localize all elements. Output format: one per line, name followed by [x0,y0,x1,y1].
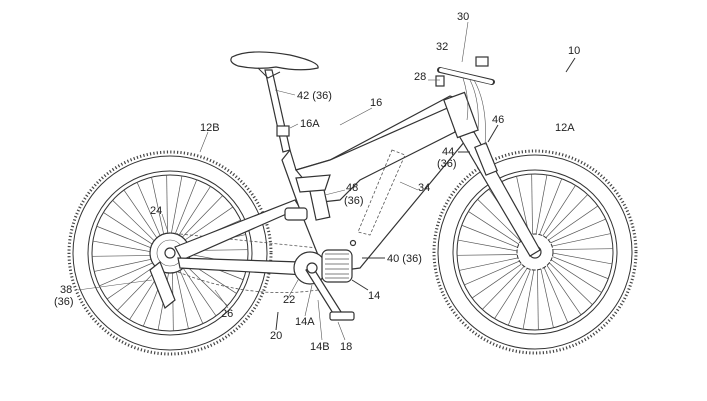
label-derailleur-sub: (36) [54,296,74,308]
cables [462,77,486,146]
label-crank: 18 [340,341,352,353]
motor-unit [321,249,353,283]
front-tire-tread [432,149,638,355]
rear-rim-outer [87,170,253,336]
label-front-suspension-sub: (36) [437,158,457,170]
rear-wheel [67,150,273,356]
head-tube [443,91,479,139]
leader-lines [77,21,576,341]
front-fork [457,131,541,257]
label-front-sprocket: 22 [283,294,295,306]
chainstay [177,257,306,276]
battery-outline [357,149,406,236]
label-drive-unit-a: 14A [295,316,315,328]
label-seatpost: 42 (36) [297,90,332,102]
rear-hub [164,247,176,259]
label-drive-unit-b: 14B [310,341,330,353]
label-motor-unit: 40 (36) [387,253,422,265]
label-rear-suspension: 48 [346,182,358,194]
operating-device [435,75,445,87]
display [475,56,489,67]
rear-rim-inner [91,174,249,332]
saddle [230,51,319,71]
crank-axle [306,262,318,274]
seatpost [264,69,291,153]
front-rim-inner [456,173,614,331]
saddle-rails [257,67,281,79]
front-tire [437,154,633,350]
label-brake-lever: 32 [436,41,448,53]
rear-tire [72,155,268,351]
front-rim-outer [452,169,618,335]
label-front-suspension: 44 [442,146,454,158]
shock-link [295,174,331,193]
label-fork-arrow: 46 [492,114,504,126]
pedal [329,311,355,321]
label-bicycle: 10 [568,45,580,57]
seatstay [174,199,301,261]
label-rear-suspension-sub: (36) [344,195,364,207]
rear-tire-tread [67,150,273,356]
label-frame: 16 [370,97,382,109]
label-handlebar: 30 [457,11,469,23]
label-rear-sprocket: 24 [150,205,162,217]
label-drive-unit: 14 [368,290,380,302]
frame-bolt [349,239,357,247]
label-front-wheel: 12A [555,122,575,134]
handlebar-inner [439,68,493,84]
motor-fins [325,253,349,279]
label-operating-device: 28 [414,71,426,83]
label-derailleur: 38 [60,284,72,296]
seatpost-clamp [276,125,290,137]
label-seat-tube: 16A [300,118,320,130]
chain [169,232,319,293]
fork-stanchion [474,142,498,176]
seat-clamp-mount [284,207,308,221]
rear-derailleur [149,261,176,309]
label-rear-wheel: 12B [200,122,220,134]
label-chain: 26 [221,308,233,320]
label-battery: 34 [418,182,430,194]
label-drive-train: 20 [270,330,282,342]
